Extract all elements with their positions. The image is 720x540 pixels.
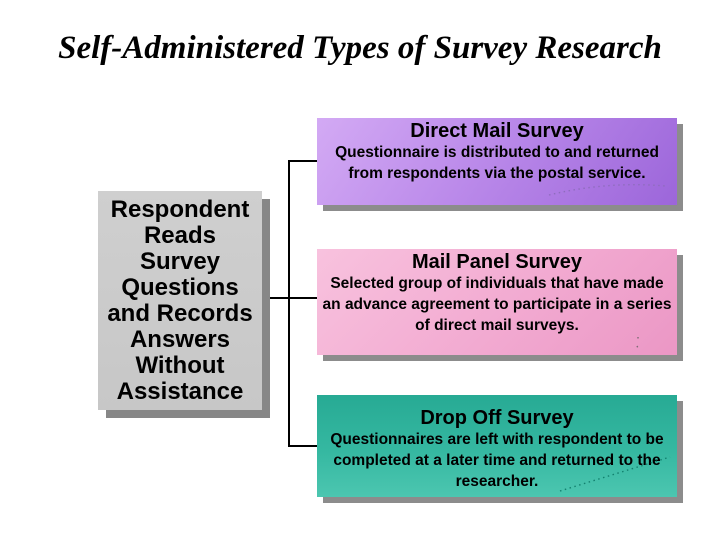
connector-branch-top	[288, 160, 318, 162]
respondent-box-line: Without	[135, 352, 225, 379]
direct-mail-survey-title: Direct Mail Survey	[410, 120, 584, 142]
respondent-box-line: Respondent	[110, 196, 250, 223]
drop-off-survey-box: Drop Off Survey Questionnaires are left …	[317, 395, 677, 497]
respondent-box: Respondent Reads Survey Questions and Re…	[98, 191, 262, 410]
connector-branch-bottom	[288, 445, 318, 447]
respondent-box-line: Assistance	[116, 378, 244, 405]
respondent-box-line: Survey	[139, 248, 221, 275]
drop-off-survey-title: Drop Off Survey	[420, 407, 574, 429]
slide-title: Self-Administered Types of Survey Resear…	[58, 30, 662, 66]
mail-panel-survey-description: Selected group of individuals that have …	[322, 275, 672, 334]
dotted-texture	[636, 337, 639, 349]
direct-mail-survey-box: Direct Mail Survey Questionnaire is dist…	[317, 118, 677, 205]
connector-trunk	[288, 161, 290, 447]
respondent-box-line: Questions	[121, 274, 239, 301]
mail-panel-survey-box: Mail Panel Survey Selected group of indi…	[317, 249, 677, 355]
respondent-box-line: and Records	[107, 300, 253, 327]
connector-branch-middle	[262, 297, 318, 299]
direct-mail-survey-description: Questionnaire is distributed to and retu…	[335, 144, 659, 182]
mail-panel-survey-title: Mail Panel Survey	[411, 251, 583, 273]
drop-off-survey-description: Questionnaires are left with respondent …	[330, 431, 664, 490]
respondent-box-line: Answers	[129, 326, 231, 353]
respondent-box-line: Reads	[143, 222, 217, 249]
